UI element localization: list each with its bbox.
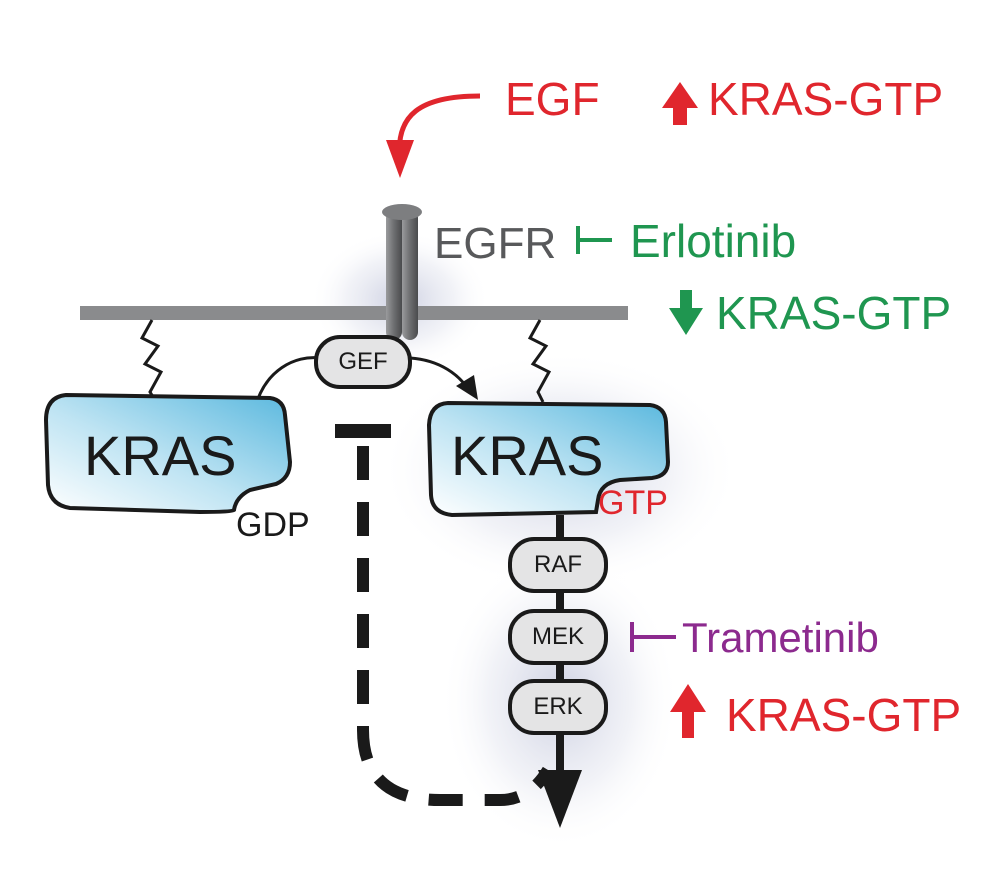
mek-node: MEK [508,609,608,665]
egfr-label: EGFR [434,219,557,268]
egfr-receptor-left [386,210,402,340]
up-arrow-bottom-icon [670,684,706,738]
kras-gtp-decrease-label: KRAS-GTP [716,287,952,339]
down-arrow-icon [669,290,703,335]
kras-gtp-shape [426,400,671,518]
egf-arrow [396,93,481,161]
kras-gdp-label: KRAS [84,424,237,487]
kras-gdp-shape [43,392,293,515]
kras-gtp-rebound-label: KRAS-GTP [726,689,962,741]
feedback-dashed-line [357,446,554,806]
gdp-label: GDP [236,506,310,544]
egfr-receptor-right [402,210,418,340]
raf-node: RAF [508,537,608,593]
cascade-arrowhead [538,770,582,828]
up-arrow-icon [662,82,698,125]
feedback-inhibit-bar [335,424,391,438]
gef-arrowhead [456,375,478,400]
kras-gtp-increase-label: KRAS-GTP [708,73,944,125]
gef-node: GEF [314,335,412,389]
left-lipid-anchor [139,319,164,401]
gtp-label: GTP [598,484,668,522]
kras-gtp-label: KRAS [451,424,604,487]
cell-membrane [80,306,628,320]
right-lipid-anchor [527,319,552,403]
egfr-receptor-top [382,204,422,220]
egf-label: EGF [505,73,600,125]
erlotinib-label: Erlotinib [630,215,797,267]
egf-arrowhead [386,140,414,178]
erk-node: ERK [508,679,608,735]
trametinib-label: Trametinib [682,614,879,661]
